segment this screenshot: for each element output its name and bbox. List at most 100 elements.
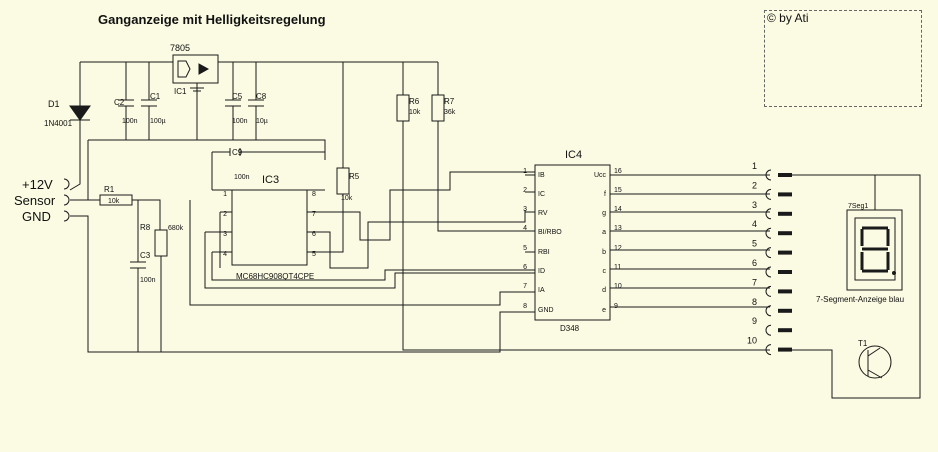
ic4-left-pin-num: 7 [523, 283, 527, 290]
ic4-left-pin-label: IA [538, 287, 545, 294]
input-jack [63, 178, 70, 190]
r5-wire-bottom [325, 194, 344, 253]
ic3-pin7 [307, 171, 535, 241]
display-caption: 7-Segment-Anzeige blau [816, 295, 904, 304]
connector-pin-num: 2 [752, 180, 757, 190]
ic4-right-pin-label: a [602, 229, 606, 236]
r7-body [431, 94, 445, 122]
ic3-pin-num: 4 [223, 251, 227, 258]
ic4-left-pin-num: 2 [523, 187, 527, 194]
c8-symbol [248, 62, 264, 140]
input-jack [63, 194, 70, 206]
ic1-body [172, 54, 219, 84]
connector-pin-num: 8 [752, 297, 757, 307]
r7-value-label: 36k [444, 109, 456, 116]
connector-pin-bar [778, 308, 792, 313]
connector-pin-num: 5 [752, 239, 757, 249]
c3-value-label: 100n [140, 277, 156, 284]
ic4-left-pin-label: IB [538, 172, 545, 179]
r5-name-label: R5 [349, 172, 360, 181]
r7-to-bi-rbo [437, 121, 535, 232]
ic4-left-pin-label: BI/RBO [538, 229, 562, 236]
connector-pin-bar [778, 347, 792, 352]
d1-value-label: 1N4001 [44, 119, 73, 128]
ic4-left-pin-num: 6 [523, 264, 527, 271]
connector-socket [765, 344, 772, 356]
ic1-type-label: 7805 [170, 43, 190, 53]
ic3-pin-num: 5 [312, 251, 316, 258]
ic3-part-label: MC68HC908QT4CPE [236, 272, 314, 281]
ic4-right-pin-label: d [602, 287, 606, 294]
c2-name-label: C2 [114, 98, 125, 107]
seg-dp [892, 271, 896, 275]
credit-box: © by Ati [764, 10, 922, 107]
connector-pin-bar [778, 231, 792, 236]
r5-value-label: 10k [341, 195, 353, 202]
r8-name-label: R8 [140, 223, 151, 232]
connector-pin-num: 10 [747, 336, 757, 346]
ic4-left-pin-num: 3 [523, 206, 527, 213]
connector-socket [765, 305, 772, 317]
ic3-pin-num: 6 [312, 231, 316, 238]
gnd-line [70, 215, 535, 353]
connector-pin-bar [778, 289, 792, 294]
ic3-pin2 [219, 211, 232, 268]
connector-socket [765, 285, 772, 297]
display-segments [860, 226, 896, 275]
r1-body [99, 194, 133, 206]
c8-name-label: C8 [256, 92, 267, 101]
credit-text: © by Ati [767, 11, 809, 25]
r6-value-label: 10k [409, 109, 421, 116]
ic3-pin3 [204, 231, 535, 289]
connector-pin-bar [778, 270, 792, 274]
c2-value-label: 100n [122, 118, 138, 125]
ic4-pin1-stub [525, 171, 535, 176]
input-sensor-label: Sensor [14, 193, 56, 208]
ic4-right-pin-num: 9 [614, 303, 618, 310]
ic4-name-label: IC4 [565, 149, 582, 161]
d1-diode-symbol [69, 105, 91, 121]
c5-value-label: 100n [232, 118, 248, 125]
connector-socket [765, 324, 772, 336]
d1-name-label: D1 [48, 99, 60, 109]
ic4-right-pin-num: 16 [614, 168, 622, 175]
ic4-right-pin-num: 10 [614, 283, 622, 290]
c5-symbol [225, 62, 241, 140]
c8-value-label: 10µ [256, 118, 268, 125]
connector-pin-num: 9 [752, 316, 757, 326]
r8-body [154, 229, 168, 257]
input-12v-label: +12V [22, 177, 53, 192]
ic4-right-pin-label: g [602, 210, 606, 217]
r7-name-label: R7 [444, 97, 455, 106]
ic4-right-pin-label: e [602, 307, 606, 314]
connector-pin-bar [778, 328, 792, 333]
ic4-right-pin-label: c [603, 268, 607, 275]
connector-pin-num: 4 [752, 219, 757, 229]
ic3-pin-num: 2 [223, 211, 227, 218]
ic4-left-pin-label: GND [538, 307, 554, 314]
r1-name-label: R1 [104, 185, 115, 194]
ic4-left-pin-num: 1 [523, 168, 527, 175]
t1-circle [858, 345, 892, 379]
connector-socket [765, 247, 772, 259]
connector-socket [765, 208, 772, 220]
connector-pin-num: 6 [752, 258, 757, 268]
connector-socket [765, 169, 772, 181]
ic4-right-pin-num: 15 [614, 187, 622, 194]
ic4-pin-labels: 1IB2IC3RV4BI/RBO5RBI6ID7IA8GND16Ucc15f14… [523, 168, 622, 314]
connector-socket [765, 227, 772, 239]
ic3-pin-num: 7 [312, 211, 316, 218]
t1-name-label: T1 [858, 339, 868, 348]
connector-pin-num: 1 [752, 161, 757, 171]
r5-body [336, 167, 350, 195]
ic4-right-pin-num: 13 [614, 225, 622, 232]
ic4-right-pin-label: f [604, 191, 606, 198]
r6-to-pin10 [402, 121, 770, 351]
c5-name-label: C5 [232, 92, 243, 101]
ic3-pin-num: 3 [223, 231, 227, 238]
ic3-pin4 [211, 251, 525, 281]
ic1-name-label: IC1 [174, 87, 187, 96]
ic4-left-pin-num: 8 [523, 303, 527, 310]
